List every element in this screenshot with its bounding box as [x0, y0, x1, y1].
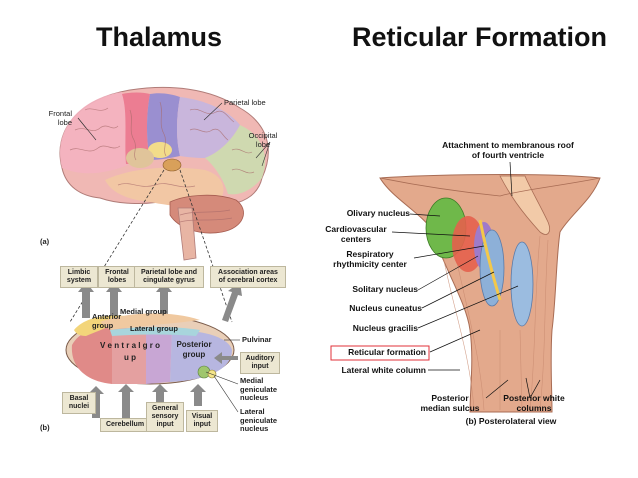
medial-group-label: Medial group: [120, 307, 167, 316]
nucleus-cuneatus-label: Nucleus cuneatus: [349, 303, 422, 313]
frontal-lobes-box: Frontal lobes: [98, 266, 136, 288]
posterior-group-label: Posterior group: [176, 340, 212, 359]
ventral-group-label: V e n t r a l g r o u p: [100, 341, 161, 362]
posterolateral-view-label: (b) Posterolateral view: [465, 416, 557, 426]
respiratory-center-label: Respiratory rhythmicity center: [333, 249, 407, 269]
input-arrows: [88, 352, 238, 418]
visual-input-box: Visual input: [186, 410, 218, 432]
parietal-cingulate-box: Parietal lobe and cingulate gyrus: [134, 266, 204, 288]
output-arrows: [78, 282, 242, 322]
reticular-highlight-box: [330, 345, 430, 361]
brain-illustration: [59, 86, 271, 261]
attachment-label: Attachment to membranous roof of fourth …: [442, 140, 574, 160]
occipital-lobe-label: Occipital lobe: [248, 131, 278, 149]
reticular-formation-title: Reticular Formation: [352, 22, 608, 52]
frontal-lobe-label: Frontal lobe: [48, 109, 72, 127]
limbic-system-box: Limbic system: [60, 266, 98, 288]
panel-a-label: (a): [40, 237, 50, 246]
nucleus-gracilis-label: Nucleus gracilis: [352, 323, 418, 333]
thalamus-diagram: [65, 282, 242, 418]
olivary-nucleus-label: Olivary nucleus: [346, 208, 410, 218]
reticular-formation-label: Reticular formation: [348, 347, 426, 357]
medial-geniculate-label: Medial geniculate nucleus: [240, 376, 278, 402]
auditory-input-box: Auditory input: [240, 352, 280, 374]
brainstem-illustration: [330, 161, 601, 413]
anterior-group-label: Anterior group: [92, 312, 122, 330]
lateral-white-column-label: Lateral white column: [341, 365, 426, 375]
posterior-median-sulcus-label: Posterior median sulcus: [420, 393, 480, 413]
lateral-geniculate-label: Lateral geniculate nucleus: [240, 407, 278, 433]
panel-b-label: (b): [40, 423, 50, 432]
zoom-lines: [69, 169, 233, 323]
basal-nuclei-box: Basal nuclei: [62, 392, 96, 414]
thalamus-title: Thalamus: [96, 22, 223, 52]
parietal-lobe-label: Parietal lobe: [224, 98, 266, 107]
cerebellum-box: Cerebellum: [100, 418, 150, 432]
general-sensory-input-box: General sensory input: [146, 402, 184, 432]
pulvinar-label: Pulvinar: [242, 335, 272, 344]
lateral-group-label: Lateral group: [130, 324, 178, 333]
solitary-nucleus-label: Solitary nucleus: [352, 284, 418, 294]
association-areas-box: Association areas of cerebral cortex: [210, 266, 286, 288]
cardiovascular-centers-label: Cardiovascular centers: [325, 224, 387, 244]
posterior-white-columns-label: Posterior white columns: [503, 393, 565, 413]
